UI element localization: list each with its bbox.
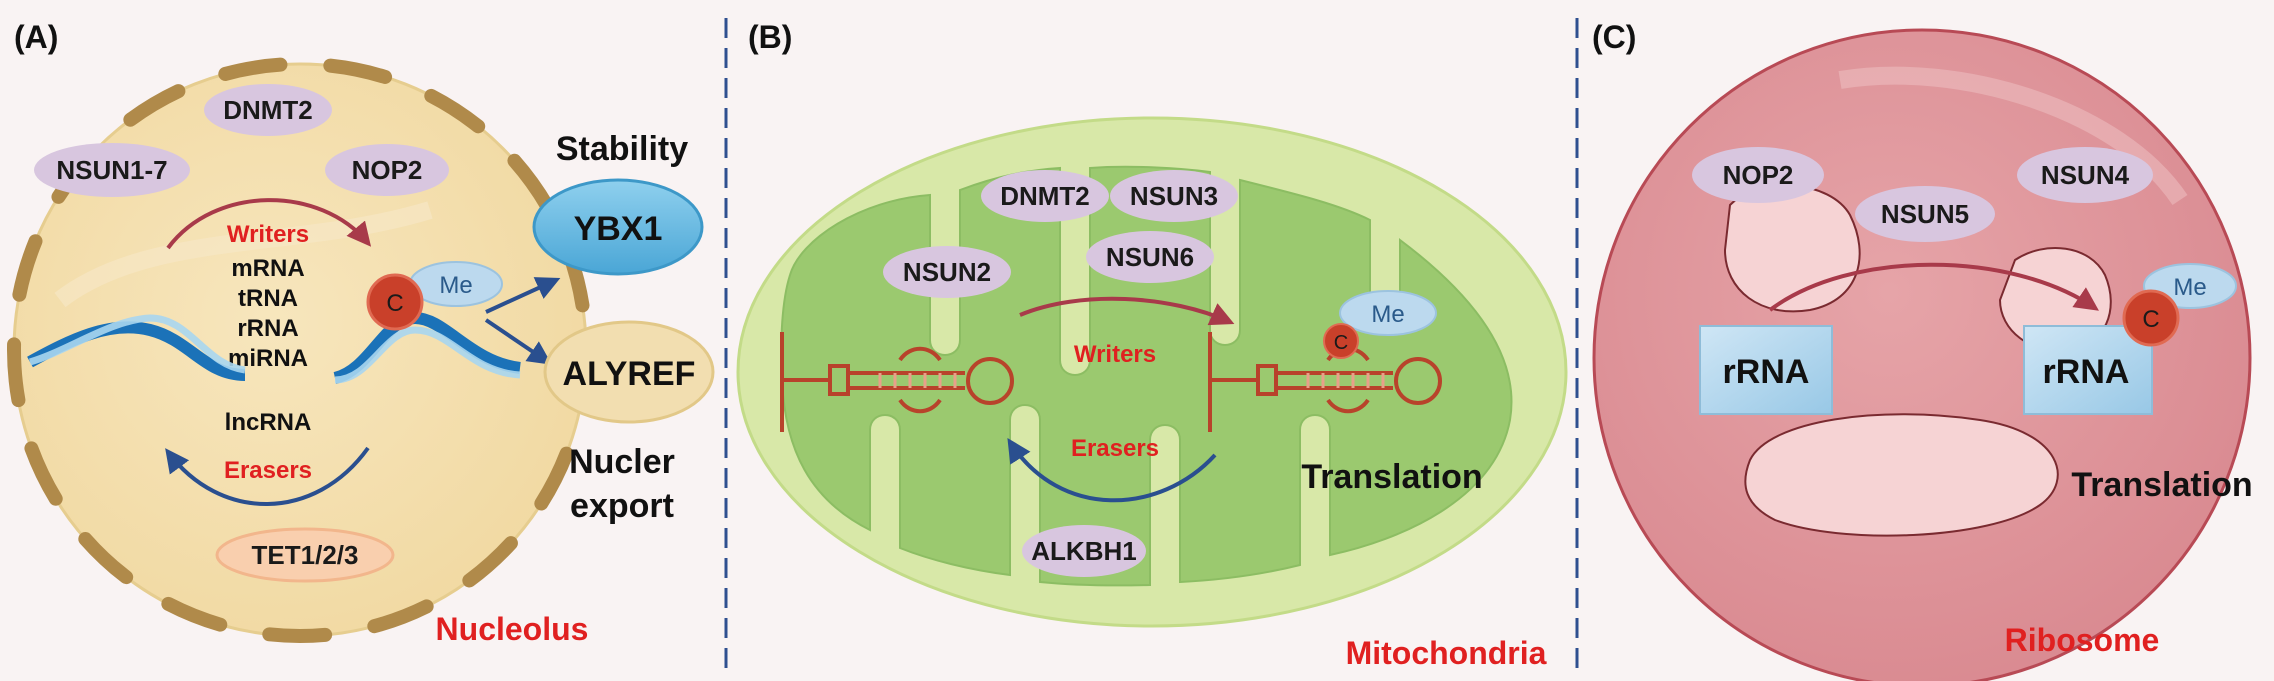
enzyme-bubble bbox=[34, 143, 190, 197]
enzyme-nsun2: NSUN2 bbox=[903, 257, 991, 287]
eraser-arrow bbox=[1007, 437, 1217, 503]
enzyme-bubble bbox=[1022, 525, 1146, 577]
location-label: Nucleolus bbox=[436, 611, 589, 647]
enzyme-alkbh1: ALKBH1 bbox=[1031, 536, 1136, 566]
methyl-icon bbox=[1339, 290, 1437, 336]
writers-label: Writers bbox=[1074, 341, 1156, 368]
enzyme-tet: TET1/2/3 bbox=[252, 540, 359, 570]
enzyme-nsun6: NSUN6 bbox=[1106, 242, 1194, 272]
writer-arrow bbox=[166, 198, 372, 250]
rna-type: tRNA bbox=[238, 285, 298, 312]
cytosine-icon bbox=[366, 273, 424, 331]
enzyme-nop2: NOP2 bbox=[352, 155, 423, 185]
location-label: Mitochondria bbox=[1346, 635, 1547, 671]
reader-label: ALYREF bbox=[563, 355, 696, 393]
enzyme-nsun1-7: NSUN1-7 bbox=[56, 155, 167, 185]
subunit-lobe bbox=[1723, 184, 1861, 313]
writers-label: Writers bbox=[227, 221, 309, 248]
enzyme-nsun5: NSUN5 bbox=[1881, 199, 1969, 229]
enzyme-bubble bbox=[1692, 147, 1824, 203]
rna-type: lncRNA bbox=[225, 409, 312, 436]
reader-label: YBX1 bbox=[574, 210, 663, 248]
methyl-label: Me bbox=[2173, 274, 2206, 301]
enzyme-nop2: NOP2 bbox=[1723, 160, 1794, 190]
enzyme-bubble bbox=[1110, 170, 1238, 222]
subunit-lobe bbox=[1744, 413, 2059, 537]
reader-alyref bbox=[543, 320, 715, 424]
outcome-translation: Translation bbox=[1301, 458, 1482, 496]
cytosine-icon bbox=[2122, 289, 2180, 347]
outcome-export: Nucler bbox=[569, 443, 675, 481]
cytosine-label: C bbox=[386, 290, 403, 317]
writer-arrow bbox=[1768, 262, 2099, 312]
enzyme-bubble bbox=[1086, 231, 1214, 283]
location-label: Ribosome bbox=[2005, 622, 2160, 658]
cytosine-label: C bbox=[2142, 306, 2159, 333]
reader-arrow bbox=[485, 277, 561, 314]
enzyme-bubble bbox=[981, 170, 1109, 222]
writer-arrow bbox=[1019, 296, 1235, 326]
cytosine-icon bbox=[1323, 323, 1359, 359]
enzyme-bubble bbox=[215, 527, 395, 583]
methyl-label: Me bbox=[439, 272, 472, 299]
enzyme-bubble bbox=[883, 246, 1011, 298]
reader-ybx1 bbox=[532, 178, 704, 276]
enzyme-bubble bbox=[1855, 186, 1995, 242]
enzyme-bubble bbox=[325, 144, 449, 196]
panel-tag: (C) bbox=[1592, 19, 1636, 55]
rrna-label: rRNA bbox=[1723, 353, 1810, 391]
rrna-box bbox=[1699, 325, 1833, 415]
panel-b: (B) DNMT2 NSUN3 NSUN2 NSUN6 ALKBH1 bbox=[736, 19, 1568, 671]
cytosine-label: C bbox=[1334, 332, 1348, 354]
enzyme-bubble bbox=[204, 84, 332, 136]
rna-type: rRNA bbox=[237, 315, 298, 342]
panel-tag: (B) bbox=[748, 19, 792, 55]
outcome-stability: Stability bbox=[556, 130, 688, 168]
erasers-label: Erasers bbox=[224, 457, 312, 484]
enzyme-dnmt2: DNMT2 bbox=[1000, 181, 1090, 211]
rna-strand-icon bbox=[27, 321, 246, 381]
trna-icon bbox=[1208, 332, 1442, 432]
panel-tag: (A) bbox=[14, 19, 58, 55]
panel-a: (A) DNMT2 NSUN1-7 NOP2 TET1/2/3 Writers … bbox=[7, 19, 715, 647]
erasers-label: Erasers bbox=[1071, 435, 1159, 462]
rrna-label: rRNA bbox=[2043, 353, 2130, 391]
trna-icon bbox=[780, 332, 1014, 432]
panel-c: (C) NOP2 NSUN5 NSUN4 rRNA rRNA Me C Tran… bbox=[1592, 19, 2253, 681]
outcome-translation: Translation bbox=[2071, 466, 2252, 504]
reader-arrow bbox=[484, 318, 552, 365]
eraser-arrow bbox=[165, 446, 370, 506]
methyl-label: Me bbox=[1371, 301, 1404, 328]
rna-type: mRNA bbox=[231, 255, 304, 282]
rrna-box bbox=[2023, 325, 2153, 415]
enzyme-nsun3: NSUN3 bbox=[1130, 181, 1218, 211]
outcome-export: export bbox=[570, 487, 674, 525]
enzyme-dnmt2: DNMT2 bbox=[223, 95, 313, 125]
enzyme-bubble bbox=[2017, 147, 2153, 203]
enzyme-nsun4: NSUN4 bbox=[2041, 160, 2130, 190]
